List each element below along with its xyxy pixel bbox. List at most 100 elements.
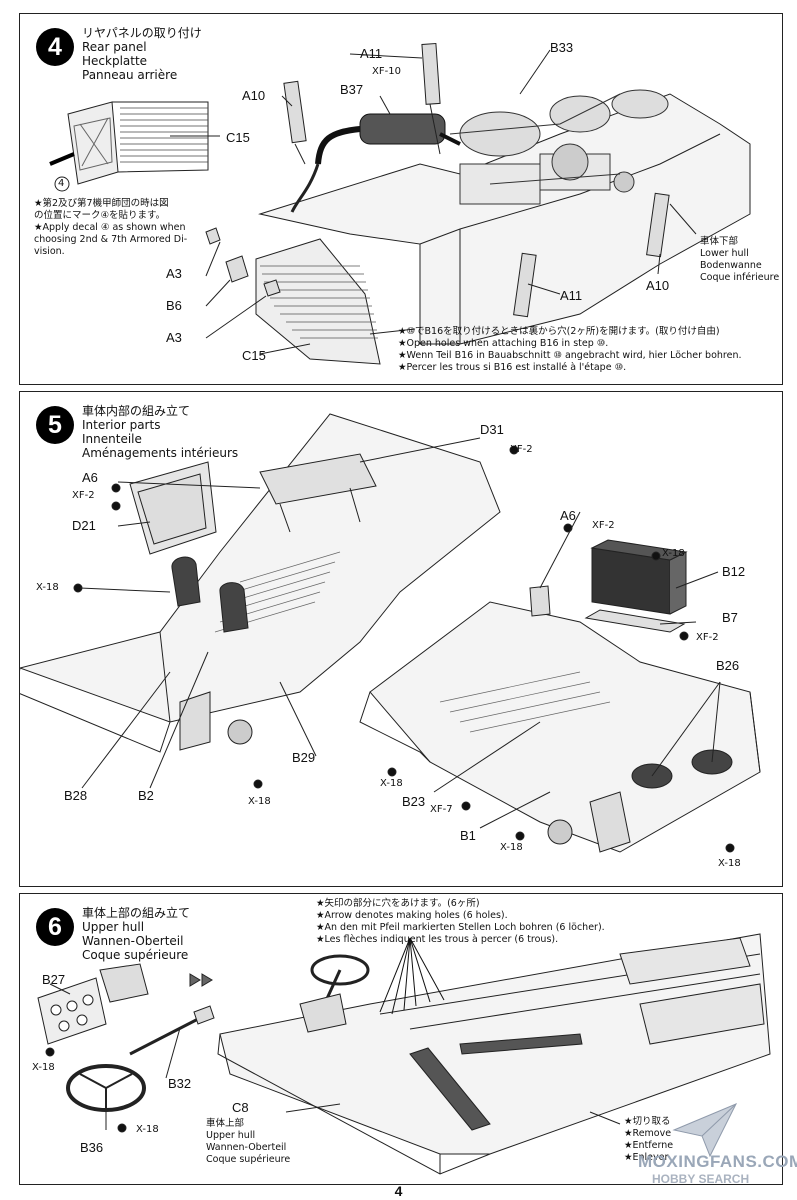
part-label-a3: A3 xyxy=(166,266,182,281)
step-number: 6 xyxy=(36,908,74,946)
paint-label-xf10: XF-10 xyxy=(372,66,401,77)
caption-line: 車体下部 xyxy=(700,236,739,247)
title-en: Upper hull xyxy=(82,920,145,934)
paint-label-x18: X-18 xyxy=(32,1062,55,1073)
step-number: 5 xyxy=(36,406,74,444)
part-label-d31: D31 xyxy=(480,422,504,437)
note-line: ★Arrow denotes making holes (6 holes). xyxy=(316,910,508,921)
paint-label-x18: X-18 xyxy=(36,582,59,593)
part-label-b7: B7 xyxy=(722,610,738,625)
decal-note-line: ★Apply decal ④ as shown when xyxy=(34,222,186,233)
step-5-panel: 5 車体内部の組み立て Interior parts Innenteile Am… xyxy=(19,391,783,887)
decal-note-line: の位置にマーク④を貼ります。 xyxy=(34,210,166,221)
part-label-a11: A11 xyxy=(560,288,583,303)
part-label-b27: B27 xyxy=(42,972,66,987)
lower-hull-caption: 車体下部 Lower hull Bodenwanne Coque inférie… xyxy=(700,236,779,284)
watermark: MOXINGFANS.COM HOBBY SEARCH xyxy=(630,1100,797,1190)
caption-line: Coque supérieure xyxy=(206,1154,291,1165)
caption-line: Upper hull xyxy=(206,1130,256,1141)
holes-note: ★矢印の部分に穴をあけます。(6ヶ所) ★Arrow denotes makin… xyxy=(316,898,605,946)
paint-label-xf2: XF-2 xyxy=(592,520,615,531)
part-label-b26: B26 xyxy=(716,658,740,673)
part-label-b36: B36 xyxy=(80,1140,104,1155)
paint-label-x18: X-18 xyxy=(662,548,685,559)
caption-line: Bodenwanne xyxy=(700,260,762,271)
paint-label-x18: X-18 xyxy=(500,842,523,853)
step-5-illustration xyxy=(20,413,761,853)
step-title: 車体内部の組み立て Interior parts Innenteile Amén… xyxy=(82,404,238,460)
decal-note-line: ★第2及び第7機甲師団の時は図 xyxy=(34,198,169,209)
part-label-b1: B1 xyxy=(460,828,476,843)
note-line: ★Entferne xyxy=(624,1140,674,1151)
part-label-b32: B32 xyxy=(168,1076,192,1091)
decal-note-line: choosing 2nd & 7th Armored Di- xyxy=(34,234,188,245)
paint-label-x18: X-18 xyxy=(248,796,271,807)
title-jp: リヤパネルの取り付け xyxy=(82,26,202,40)
title-de: Heckplatte xyxy=(82,54,148,68)
step-6-illustration xyxy=(37,933,771,1175)
part-label-b37: B37 xyxy=(340,82,364,97)
paint-label-xf2: XF-2 xyxy=(510,444,533,455)
decal-note-line: vision. xyxy=(34,246,65,257)
part-label-c15: C15 xyxy=(226,130,250,145)
title-fr: Aménagements intérieurs xyxy=(82,446,239,460)
title-en: Rear panel xyxy=(82,40,147,54)
paint-label-xf7: XF-7 xyxy=(430,804,453,815)
step-4-panel: 4 リヤパネルの取り付け Rear panel Heckplatte Panne… xyxy=(19,13,783,385)
part-label-a6: A6 xyxy=(82,470,98,485)
part-label-b28: B28 xyxy=(64,788,88,803)
part-label-b6: B6 xyxy=(166,298,182,313)
caption-line: Lower hull xyxy=(700,248,749,259)
part-label-b29: B29 xyxy=(292,750,316,765)
note-line: ★Enlever xyxy=(624,1152,669,1163)
paper-plane-icon xyxy=(672,1103,738,1158)
part-label-b23: B23 xyxy=(402,794,426,809)
step-number: 4 xyxy=(36,28,74,66)
part-label-d21: D21 xyxy=(72,518,96,533)
note-line: ★矢印の部分に穴をあけます。(6ヶ所) xyxy=(316,898,480,909)
title-fr: Coque supérieure xyxy=(82,948,189,962)
remove-note: ★切り取る ★Remove ★Entferne ★Enlever xyxy=(624,1116,673,1164)
part-label-a11: A11 xyxy=(360,46,383,61)
title-fr: Panneau arrière xyxy=(82,68,178,82)
title-de: Innenteile xyxy=(82,432,142,446)
watermark-shop: HOBBY SEARCH xyxy=(652,1172,750,1186)
page-number: 4 xyxy=(394,1183,403,1199)
title-jp: 車体内部の組み立て xyxy=(82,404,191,418)
note-line: ★⑩でB16を取り付けるときは裏から穴(2ヶ所)を開けます。(取り付け自由) xyxy=(398,326,720,337)
note-line: ★Remove xyxy=(624,1128,672,1139)
note-line: ★Wenn Teil B16 in Bauabschnitt ⑩ angebra… xyxy=(398,350,742,361)
part-label-c15: C15 xyxy=(242,348,266,363)
note-line: ★Les flèches indiquent les trous à perce… xyxy=(316,934,559,945)
note-line: ★Percer les trous si B16 est installé à … xyxy=(398,362,627,373)
paint-label-xf2: XF-2 xyxy=(72,490,95,501)
paint-label-xf2: XF-2 xyxy=(696,632,719,643)
title-de: Wannen-Oberteil xyxy=(82,934,184,948)
paint-label-x18: X-18 xyxy=(718,858,741,869)
note-line: ★Open holes when attaching B16 in step ⑩… xyxy=(398,338,609,349)
part-label-a10: A10 xyxy=(242,88,266,103)
step-4-illustration xyxy=(49,42,751,365)
step-title: 車体上部の組み立て Upper hull Wannen-Oberteil Coq… xyxy=(82,906,190,962)
part-label-a6: A6 xyxy=(560,508,576,523)
part-label-b33: B33 xyxy=(550,40,574,55)
part-label-a10: A10 xyxy=(646,278,670,293)
step-title: リヤパネルの取り付け Rear panel Heckplatte Panneau… xyxy=(82,26,202,82)
watermark-site: MOXINGFANS.COM xyxy=(638,1152,797,1171)
decal-marker: 4 xyxy=(58,178,65,189)
title-jp: 車体上部の組み立て xyxy=(82,906,191,920)
part-label-c8: C8 xyxy=(232,1100,249,1115)
caption-line: 車体上部 xyxy=(206,1118,245,1129)
note-line: ★切り取る xyxy=(624,1116,671,1127)
paint-label-x18: X-18 xyxy=(380,778,403,789)
caption-line: Wannen-Oberteil xyxy=(206,1142,287,1153)
decal-note: ★第2及び第7機甲師団の時は図 の位置にマーク④を貼ります。 ★Apply de… xyxy=(34,198,187,258)
title-en: Interior parts xyxy=(82,418,161,432)
paint-label-x18: X-18 xyxy=(136,1124,159,1135)
upper-hull-caption: 車体上部 Upper hull Wannen-Oberteil Coque su… xyxy=(206,1118,290,1166)
step-6-panel: 6 車体上部の組み立て Upper hull Wannen-Oberteil C… xyxy=(19,893,783,1185)
holes-note: ★⑩でB16を取り付けるときは裏から穴(2ヶ所)を開けます。(取り付け自由) ★… xyxy=(398,326,741,374)
note-line: ★An den mit Pfeil markierten Stellen Loc… xyxy=(316,922,605,933)
part-label-b12: B12 xyxy=(722,564,746,579)
caption-line: Coque inférieure xyxy=(700,272,780,283)
